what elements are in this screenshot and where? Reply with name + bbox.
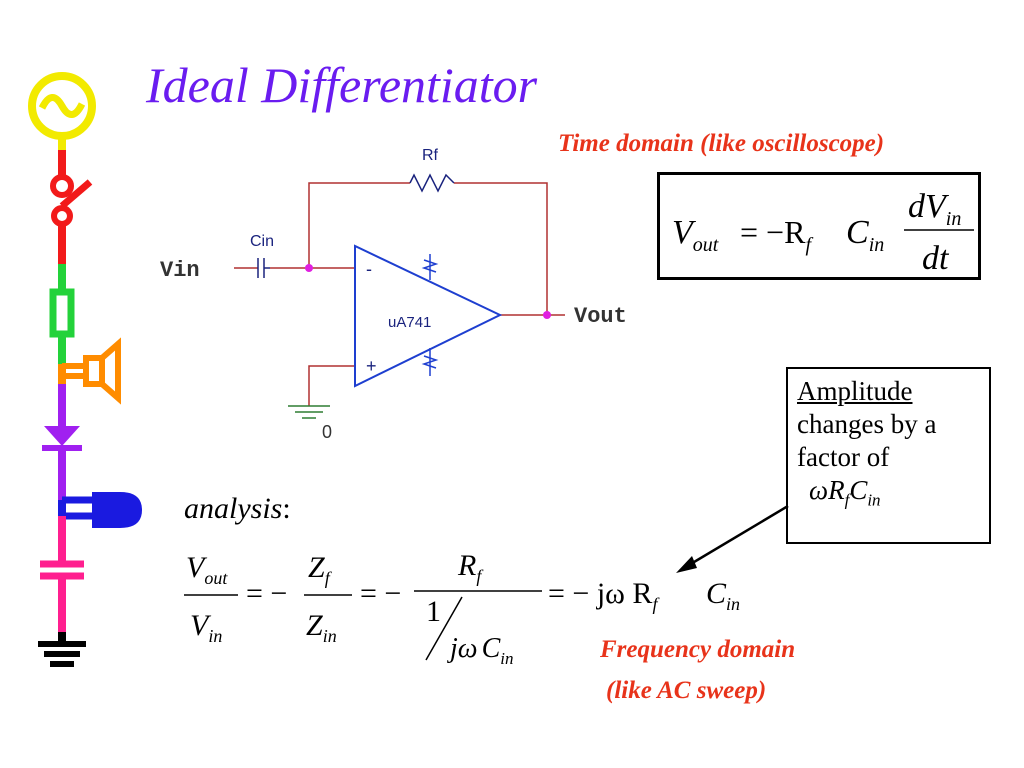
opamp-label: uA741 bbox=[388, 314, 431, 331]
diode-icon bbox=[42, 384, 82, 500]
opamp-minus: - bbox=[366, 259, 372, 279]
frequency-domain-note-sub: (like AC sweep) bbox=[606, 677, 767, 704]
opamp-plus: + bbox=[366, 356, 377, 376]
speaker-icon bbox=[58, 337, 121, 405]
time-domain-note: Time domain (like oscilloscope) bbox=[558, 130, 885, 157]
ac-source-icon bbox=[28, 72, 96, 150]
differentiator-schematic: Rf Cin Vin - + uA741 0 Vout bbox=[160, 147, 627, 442]
amplitude-arrow bbox=[676, 504, 789, 573]
svg-text:= −: = − bbox=[360, 577, 401, 610]
ground-icon bbox=[38, 632, 86, 667]
opamp-power-pins bbox=[421, 254, 439, 376]
svg-text:= −: = − bbox=[246, 577, 287, 610]
slide-title: Ideal Differentiator bbox=[146, 57, 538, 113]
lamp-icon bbox=[58, 492, 142, 528]
svg-text:Vin: Vin bbox=[190, 609, 222, 646]
cin-label: Cin bbox=[250, 233, 274, 250]
inverting-node bbox=[305, 264, 313, 272]
svg-text:Zin: Zin bbox=[306, 609, 337, 646]
capacitor-icon bbox=[40, 516, 84, 632]
svg-text:Cin: Cin bbox=[706, 577, 740, 614]
amplitude-line2: changes by a bbox=[797, 409, 937, 439]
amplitude-line3: factor of bbox=[797, 442, 890, 472]
svg-text:dVin: dVin bbox=[908, 188, 961, 230]
time-domain-equation: Vout = −Rf Cin dVin dt bbox=[672, 188, 974, 277]
feedback-wire bbox=[234, 182, 565, 406]
output-node bbox=[543, 311, 551, 319]
ground-label: 0 bbox=[322, 422, 332, 442]
cin-capacitor bbox=[257, 258, 270, 278]
amplitude-word: Amplitude bbox=[797, 376, 913, 406]
svg-text:Vout: Vout bbox=[186, 551, 228, 588]
svg-text:Rf: Rf bbox=[457, 549, 484, 586]
vout-label: Vout bbox=[574, 304, 627, 329]
svg-text:Zf: Zf bbox=[308, 551, 333, 588]
electronics-strip-decoration bbox=[28, 72, 142, 667]
switch-icon bbox=[50, 150, 93, 264]
rf-resistor bbox=[409, 173, 455, 193]
svg-text:1: 1 bbox=[426, 595, 441, 628]
rf-label: Rf bbox=[422, 147, 439, 164]
amplitude-note-box: Amplitude changes by a factor of ωRfCin bbox=[786, 367, 991, 544]
opamp-triangle bbox=[354, 244, 503, 388]
amplitude-factor: ωRfCin bbox=[809, 475, 881, 510]
time-domain-equation-box: Vout = −Rf Cin dVin dt bbox=[657, 172, 981, 280]
svg-text:Vout: Vout bbox=[672, 214, 719, 256]
svg-text:= − jω Rf: = − jω Rf bbox=[548, 577, 660, 614]
vin-label: Vin bbox=[160, 258, 200, 283]
schematic-ground bbox=[288, 405, 330, 419]
frequency-domain-note: Frequency domain bbox=[600, 636, 796, 663]
analysis-label: analysis: bbox=[184, 492, 291, 525]
svg-text:= −Rf: = −Rf bbox=[740, 214, 813, 256]
svg-text:Cin: Cin bbox=[846, 214, 884, 256]
resistor-icon bbox=[49, 264, 75, 364]
svg-text:dt: dt bbox=[922, 240, 950, 277]
